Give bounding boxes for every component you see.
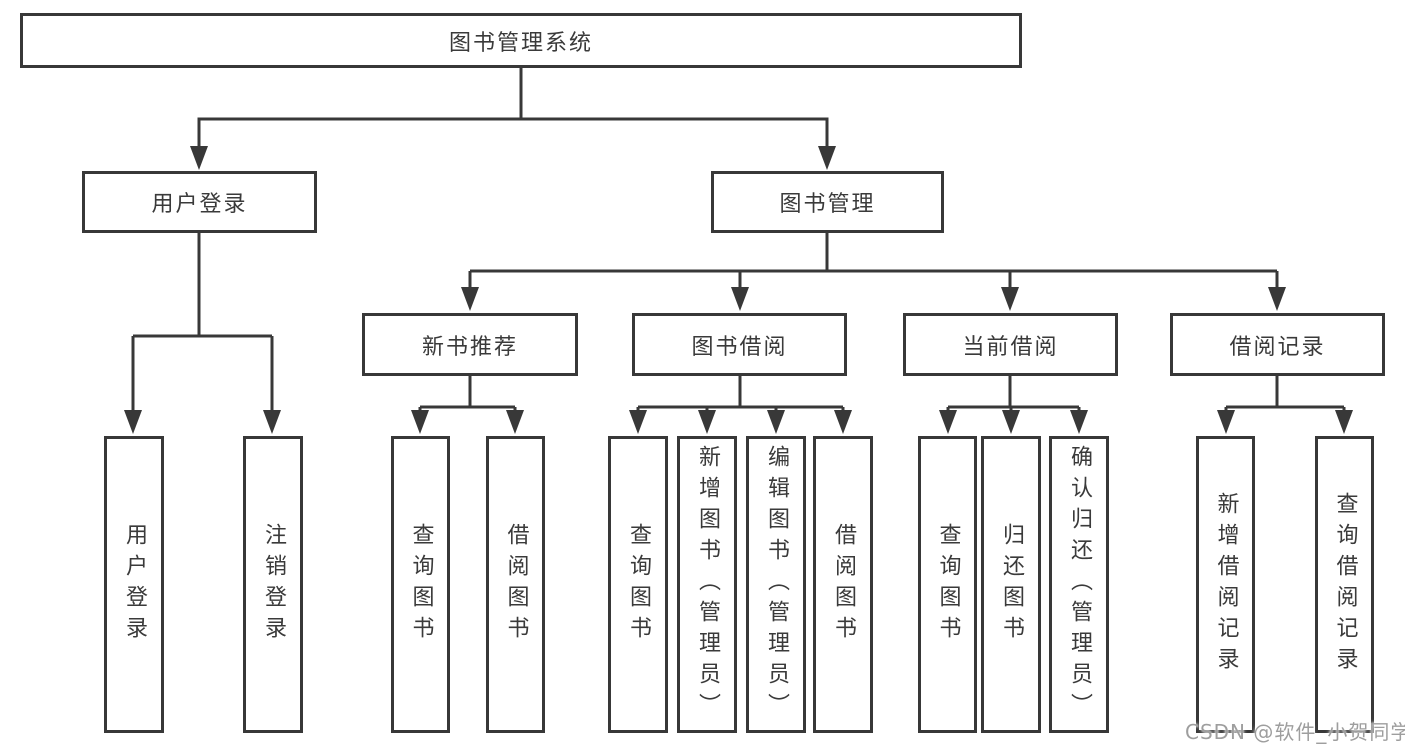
- node-label: 新增图书（管理员）: [695, 445, 720, 724]
- node-label: 当前借阅: [962, 334, 1059, 360]
- node-label: 新书推荐: [421, 334, 518, 360]
- watermark: CSDN @软件_小贺同学: [1185, 720, 1405, 744]
- node-leaf-query-borrow-record: 查询借阅记录: [1315, 436, 1374, 733]
- node-book-management: 图书管理: [711, 171, 944, 233]
- node-label: 注销登录: [261, 522, 286, 647]
- node-label: 借阅记录: [1229, 334, 1326, 360]
- node-leaf-user-login: 用户登录: [104, 436, 164, 733]
- node-leaf-borrow-books-recommend: 借阅图书: [486, 436, 545, 733]
- node-leaf-query-books-current: 查询图书: [918, 436, 977, 733]
- node-leaf-add-books-admin: 新增图书（管理员）: [677, 436, 737, 733]
- node-leaf-query-books-borrowing: 查询图书: [608, 436, 668, 733]
- node-label: 新增借阅记录: [1213, 491, 1239, 678]
- node-label: 借阅图书: [831, 522, 856, 647]
- node-leaf-confirm-return-admin: 确认归还（管理员）: [1049, 436, 1109, 733]
- node-label: 图书管理: [779, 192, 876, 217]
- node-library-system: 图书管理系统: [20, 13, 1022, 68]
- node-current-borrowing: 当前借阅: [903, 313, 1118, 376]
- node-label: 图书管理系统: [448, 30, 593, 56]
- node-label: 查询图书: [626, 522, 651, 647]
- node-label: 归还图书: [999, 522, 1024, 647]
- node-new-book-recommend: 新书推荐: [362, 313, 578, 376]
- node-borrowing-records: 借阅记录: [1170, 313, 1385, 376]
- node-label: 用户登录: [122, 522, 147, 647]
- node-label: 编辑图书（管理员）: [764, 445, 789, 724]
- node-user-login: 用户登录: [82, 171, 317, 233]
- node-label: 确认归还（管理员）: [1067, 445, 1092, 724]
- node-leaf-edit-books-admin: 编辑图书（管理员）: [746, 436, 806, 733]
- node-leaf-add-borrow-record: 新增借阅记录: [1196, 436, 1255, 733]
- node-label: 用户登录: [151, 192, 248, 217]
- node-label: 借阅图书: [503, 522, 529, 647]
- node-leaf-logout: 注销登录: [243, 436, 303, 733]
- node-label: 查询图书: [408, 522, 434, 647]
- node-book-borrowing: 图书借阅: [632, 313, 847, 376]
- node-leaf-borrow-books-borrowing: 借阅图书: [813, 436, 873, 733]
- node-leaf-return-books: 归还图书: [981, 436, 1041, 733]
- node-leaf-query-books-recommend: 查询图书: [391, 436, 450, 733]
- node-label: 查询借阅记录: [1332, 491, 1358, 678]
- node-label: 图书借阅: [691, 334, 788, 360]
- node-label: 查询图书: [935, 522, 961, 647]
